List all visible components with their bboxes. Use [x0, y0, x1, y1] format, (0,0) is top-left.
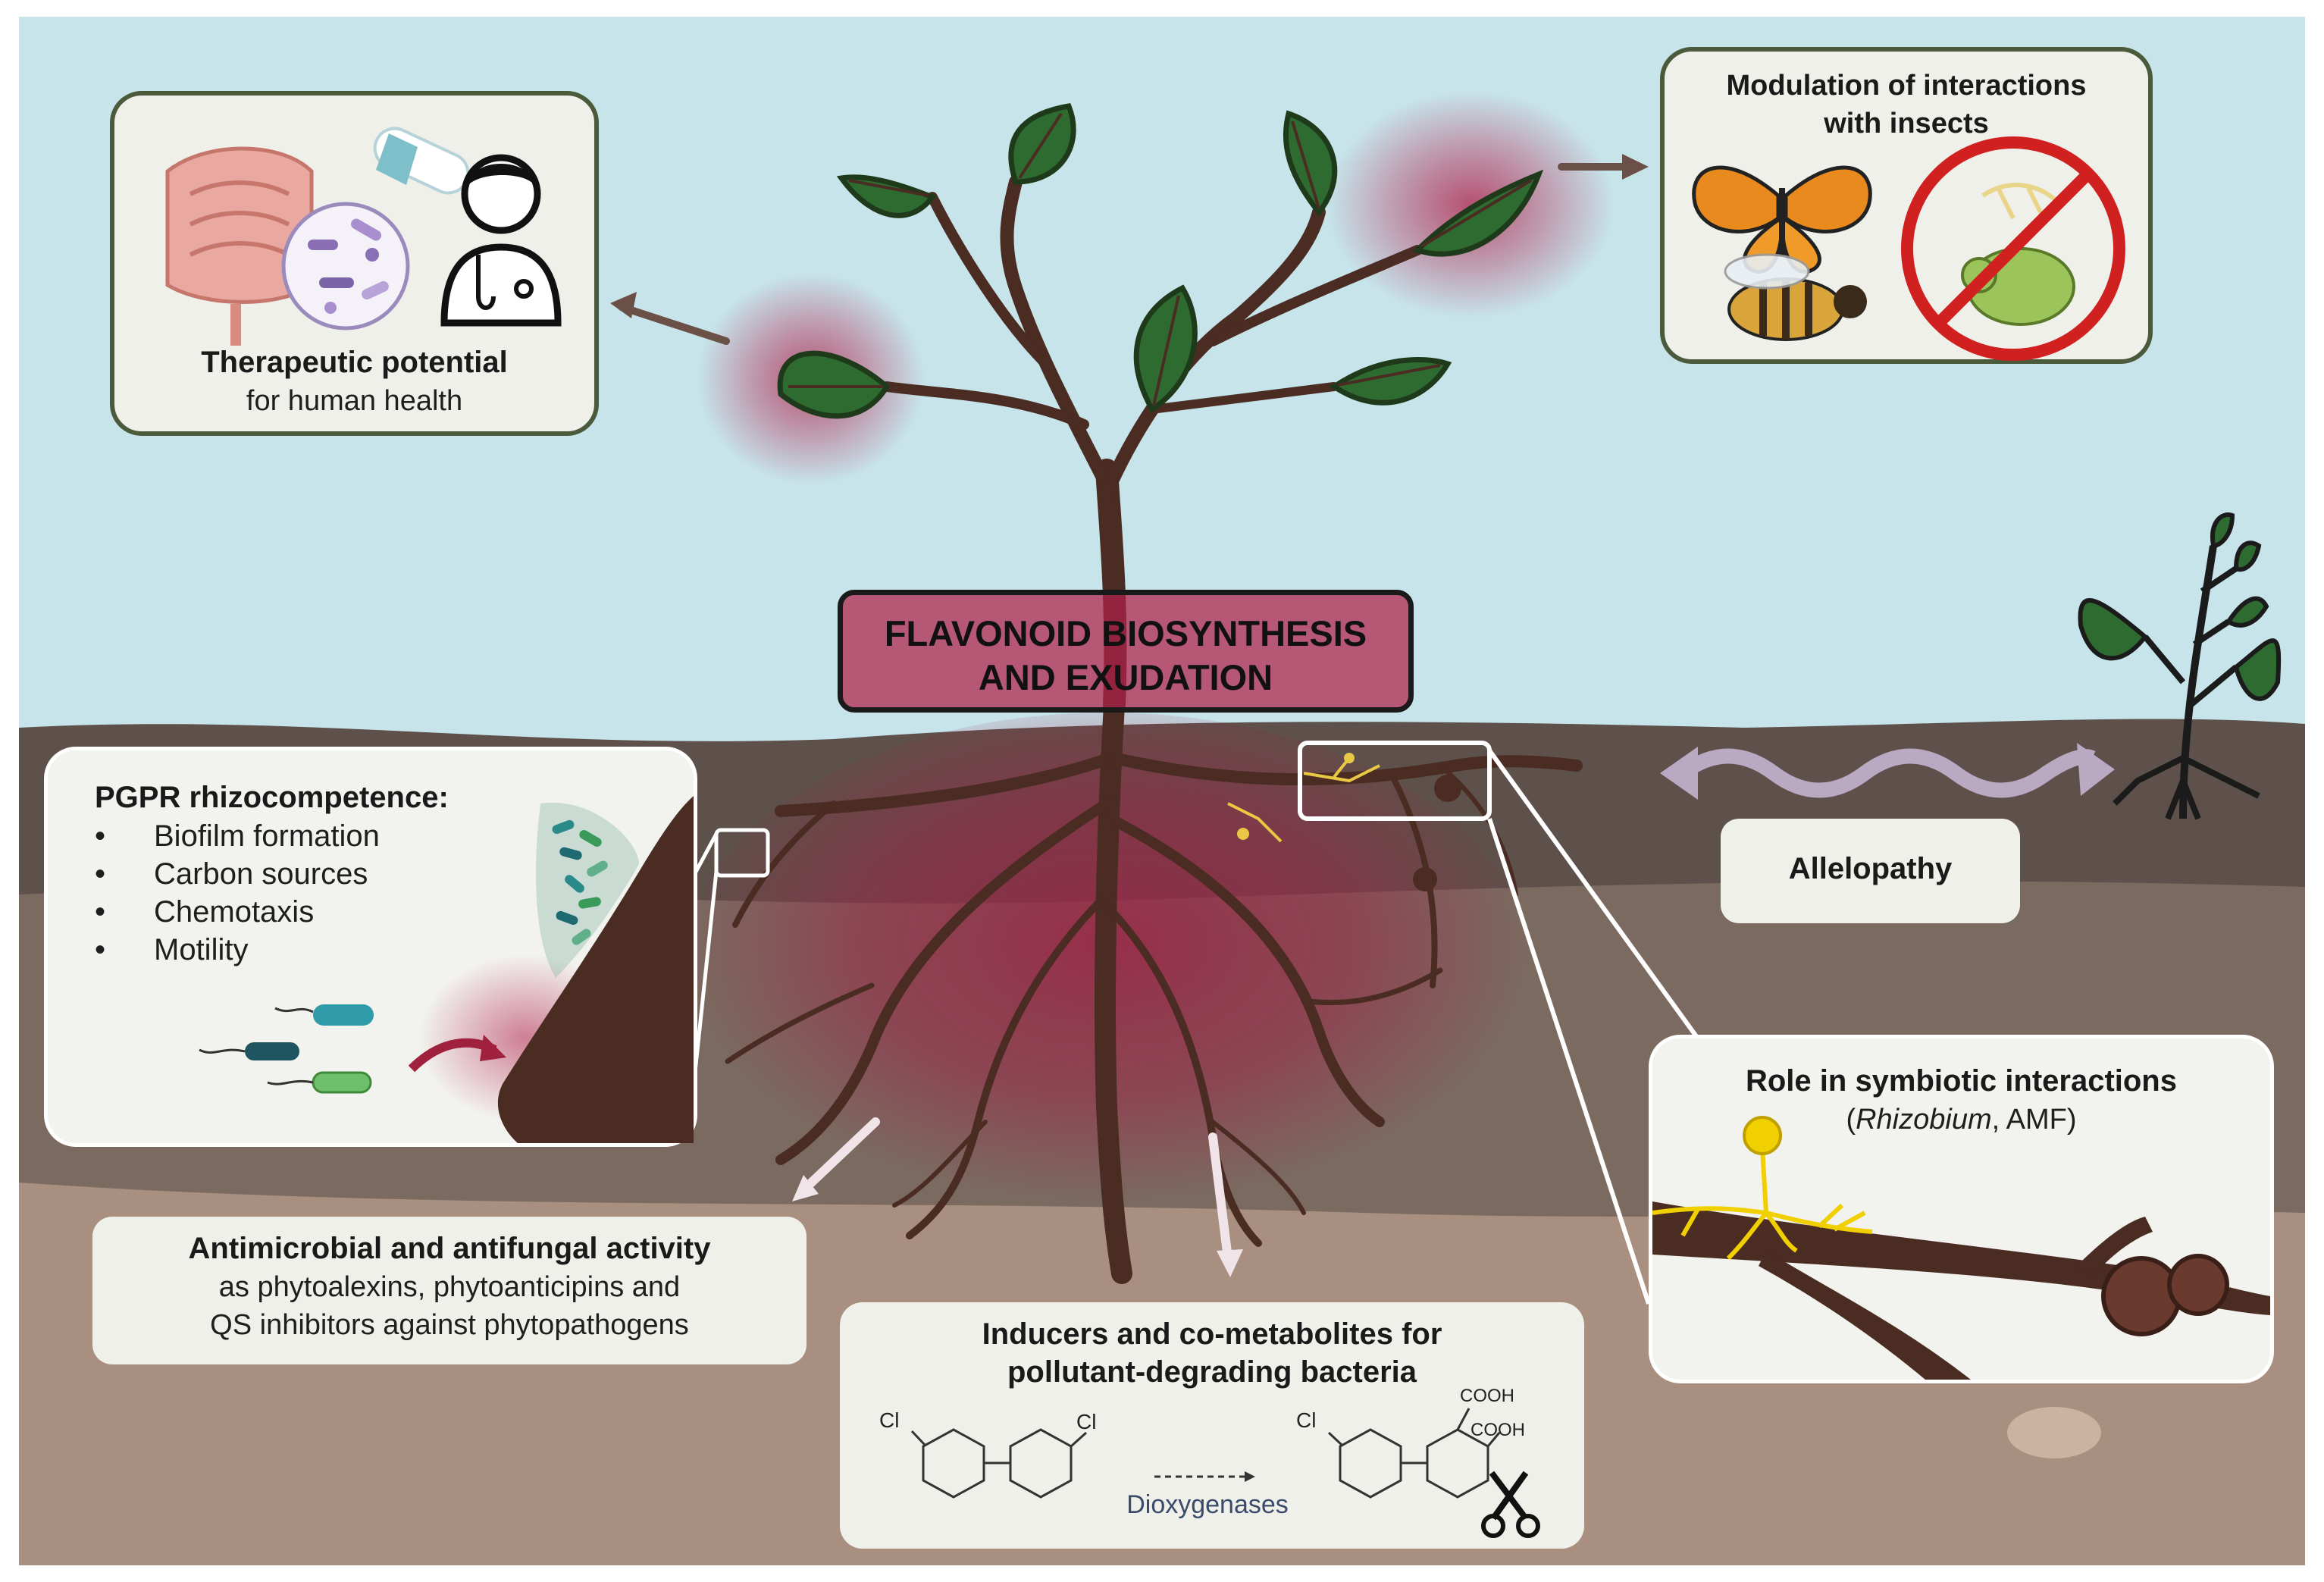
chlorine-label: Cl: [1296, 1408, 1317, 1432]
antimicrobial-line3: QS inhibitors against phytopathogens: [210, 1309, 689, 1341]
pollutant-title-line1: Inducers and co-metabolites for: [982, 1317, 1442, 1351]
rhizobium-label: Rhizobium: [1856, 1104, 1992, 1136]
center-label: FLAVONOID BIOSYNTHESIS AND EXUDATION: [838, 590, 1414, 713]
therapeutic-title: Therapeutic potential: [201, 346, 508, 379]
root-nodule: [1434, 775, 1461, 802]
center-label-line2: AND EXUDATION: [978, 657, 1273, 697]
pcb-structure: [910, 1428, 1088, 1499]
antimicrobial-title: Antimicrobial and antifungal activity: [188, 1232, 711, 1265]
pollutant-illustration: [910, 1408, 1540, 1538]
center-label-line1: FLAVONOID BIOSYNTHESIS: [884, 613, 1367, 653]
bacteria-petri-icon: [281, 202, 410, 330]
chlorine-label: Cl: [1076, 1410, 1097, 1433]
therapeutic-box: Therapeutic potential for human health: [110, 91, 599, 436]
chlorine-label: Cl: [879, 1408, 900, 1432]
symbiotic-title: Role in symbiotic interactions: [1745, 1064, 2177, 1098]
pgpr-illustration: [199, 796, 694, 1143]
zoom-frame-symbiosis: [1298, 741, 1492, 821]
nodule-icon: [2101, 1254, 2229, 1336]
pebble: [2007, 1407, 2101, 1458]
cooh-label: COOH: [1460, 1386, 1514, 1406]
spore-icon: [1743, 1116, 1782, 1155]
list-item: Biofilm formation: [95, 817, 519, 855]
insects-illustration: [1692, 136, 2125, 361]
leaf-veins: [788, 112, 1533, 406]
symbiotic-box: Role in symbiotic interactions (Rhizobiu…: [1649, 1035, 2274, 1383]
list-item: Motility: [95, 931, 519, 969]
amf-hyphae-icon: [1652, 1148, 1873, 1261]
pgpr-title: PGPR rhizocompetence:: [95, 781, 449, 814]
bee-icon: [1724, 253, 1867, 341]
pgpr-box: PGPR rhizocompetence: Biofilm formation …: [44, 747, 697, 1147]
doctor-icon: [440, 154, 562, 327]
pgpr-list: Biofilm formation Carbon sources Chemota…: [95, 817, 519, 969]
antimicrobial-box: Antimicrobial and antifungal activity as…: [92, 1217, 807, 1364]
bacteria-icon: [199, 1004, 374, 1094]
scissors-icon: [1481, 1471, 1540, 1538]
metabolite-structure: [1327, 1408, 1501, 1499]
main-roots: [725, 694, 1583, 1284]
symbiotic-subtitle-rest: , AMF): [1991, 1104, 2077, 1136]
symbiotic-subtitle-open: (: [1846, 1104, 1856, 1136]
list-item: Carbon sources: [95, 855, 519, 893]
list-item: Chemotaxis: [95, 893, 519, 931]
insects-box: Modulation of interactions with insects: [1660, 47, 2153, 364]
therapeutic-illustration: [165, 127, 562, 346]
neighbour-plant: [2078, 512, 2282, 820]
insects-title-line1: Modulation of interactions: [1726, 70, 2087, 102]
forbidden-pest-icon: [1901, 136, 2125, 361]
capsule-icon: [373, 127, 470, 195]
therapeutic-subtitle: for human health: [246, 385, 463, 417]
antimicrobial-line2: as phytoalexins, phytoanticipins and: [218, 1271, 681, 1303]
symbiotic-subtitle: (Rhizobium, AMF): [1652, 1104, 2270, 1136]
allelopathy-box: Allelopathy: [1721, 819, 2020, 923]
biofilm-icon: [536, 802, 639, 978]
root-nodule: [1413, 867, 1437, 891]
allelopathy-label: Allelopathy: [1788, 852, 1953, 885]
insects-title-line2: with insects: [1824, 108, 1989, 139]
cooh-label: COOH: [1471, 1420, 1525, 1440]
root-tip: [497, 796, 694, 1143]
symbiotic-illustration: [1652, 1116, 2270, 1380]
pollutant-title-line2: pollutant-degrading bacteria: [1007, 1355, 1417, 1389]
allelopathy-arrow: [1660, 743, 2115, 800]
enzyme-label: Dioxygenases: [1126, 1490, 1289, 1519]
pollutant-box: Inducers and co-metabolites for pollutan…: [840, 1302, 1584, 1549]
zoom-frame-pgpr: [714, 828, 770, 878]
